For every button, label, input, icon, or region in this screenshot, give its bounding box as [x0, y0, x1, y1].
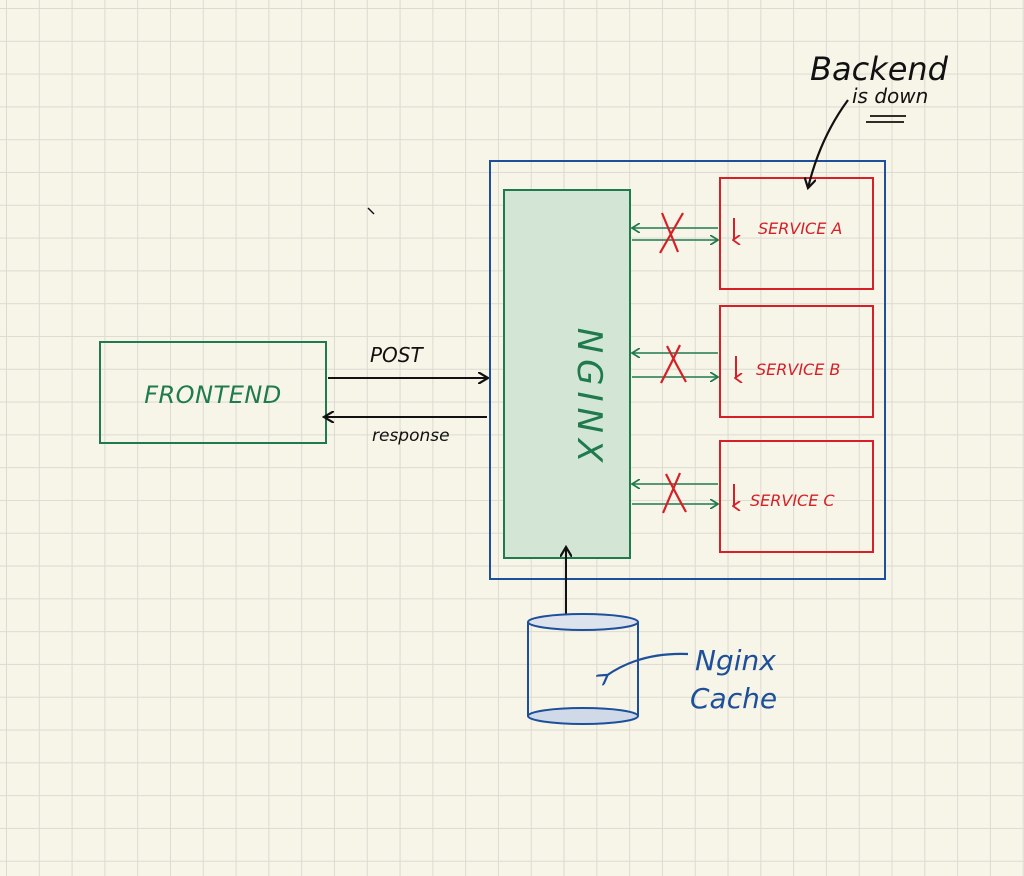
service-a-box: [719, 177, 874, 290]
service-b-label: SERVICE B: [756, 360, 840, 379]
database-icon: [527, 613, 639, 725]
nginx-label: NGINX: [569, 328, 609, 469]
request-arrow: POST: [328, 343, 488, 378]
backend-down-note: Backend is down: [808, 50, 949, 188]
frontend-node: FRONTEND: [99, 341, 327, 444]
nginx-cache: Nginx Cache: [527, 547, 777, 725]
frontend-box: [99, 341, 327, 444]
response-arrow: response: [324, 417, 487, 446]
service-c-label: SERVICE C: [750, 491, 835, 510]
note-pointer-arrow: [808, 99, 849, 188]
server-boundary: [489, 160, 886, 580]
service-a-label: SERVICE A: [758, 219, 842, 238]
service-b-box: [719, 305, 874, 418]
service-c-box: [719, 440, 874, 553]
nginx-box: [503, 189, 631, 559]
frontend-label: FRONTEND: [144, 381, 282, 409]
service-a: SERVICE A: [632, 177, 874, 290]
service-c: SERVICE C: [632, 440, 874, 553]
service-b: SERVICE B: [632, 305, 874, 418]
request-label: POST: [370, 343, 424, 367]
cache-pointer-arrow: [606, 652, 689, 676]
note-line-2: is down: [852, 84, 928, 108]
response-label: response: [372, 426, 450, 446]
x-mark-icon: [661, 472, 687, 514]
x-mark-icon: [660, 344, 687, 384]
x-mark-icon: [659, 212, 684, 254]
cache-label-line-2: Cache: [690, 682, 777, 715]
nginx-node: NGINX: [503, 189, 631, 559]
cache-label-line-1: Nginx: [695, 644, 776, 677]
stray-pen-mark: [367, 207, 375, 215]
note-line-1: Backend: [810, 50, 949, 88]
